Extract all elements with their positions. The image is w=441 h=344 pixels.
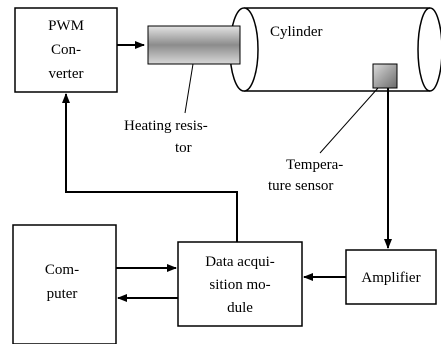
heating-resistor-label-1: Heating resis- — [124, 118, 208, 134]
resistor-leader-line — [184, 63, 194, 114]
temperature-sensor-label-1: Tempera- — [286, 157, 343, 173]
amplifier-box: Amplifier — [345, 249, 437, 305]
computer-box: Com- puter — [12, 224, 117, 344]
amplifier-label: Amplifier — [361, 270, 420, 286]
daq-label-1: Data acqui- — [205, 254, 275, 270]
daq-label-3: dule — [227, 300, 253, 316]
computer-label-2: puter — [47, 286, 78, 302]
cylinder-label: Cylinder — [270, 24, 323, 40]
daq-label-2: sition mo- — [209, 277, 270, 293]
pwm-converter-label-2: Con- — [51, 42, 81, 58]
temperature-sensor-label-2: ture sensor — [268, 178, 333, 194]
cylinder-shape: Cylinder — [229, 7, 441, 92]
pwm-converter-box: PWM Con- verter — [14, 7, 118, 93]
temperature-sensor: Tempera- ture sensor — [268, 63, 398, 194]
computer-label-1: Com- — [45, 262, 79, 278]
sensor-leader-line — [319, 87, 379, 154]
arrow-daq-to-pwm — [62, 93, 238, 242]
data-acquisition-box: Data acqui- sition mo- dule — [177, 241, 303, 327]
heating-resistor: Heating resis- tor — [124, 25, 241, 156]
pwm-converter-label-3: verter — [49, 66, 84, 82]
pwm-converter-label-1: PWM — [48, 18, 84, 34]
heating-resistor-label-2: tor — [175, 140, 192, 156]
